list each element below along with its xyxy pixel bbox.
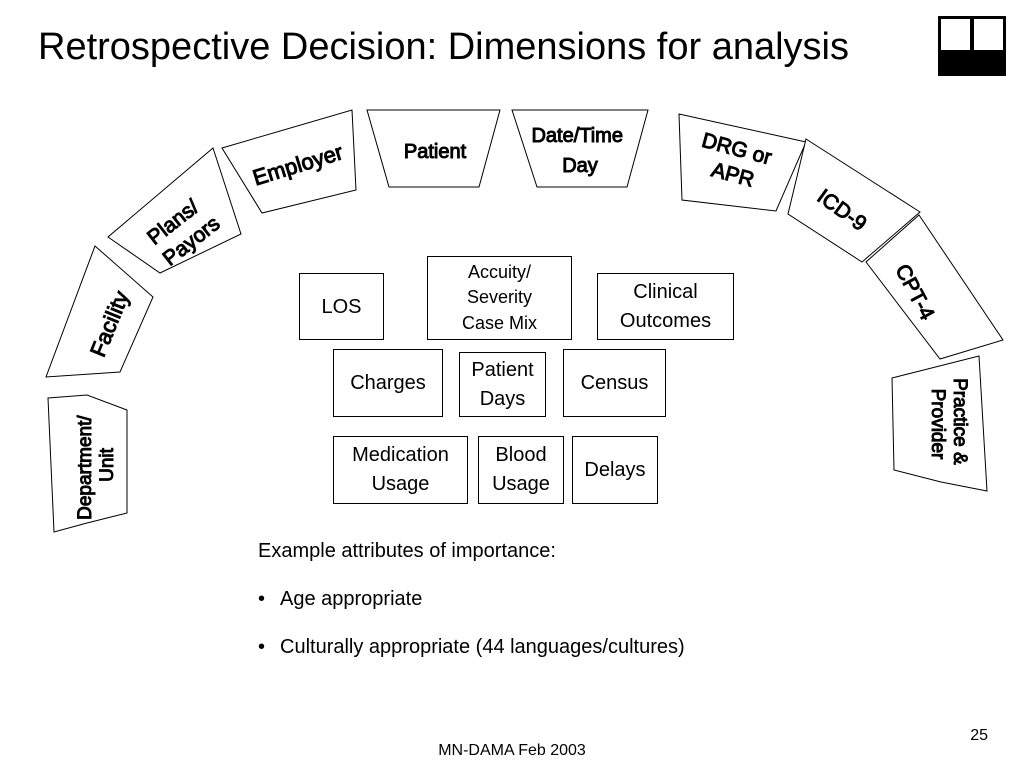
dimension-label: Patient <box>404 141 467 163</box>
measure-medication-usage: Medication Usage <box>333 436 468 504</box>
measure-acuity-severity-case-mix: Accuity/ Severity Case Mix <box>427 256 572 340</box>
page-number: 25 <box>970 727 988 744</box>
attributes-list: Example attributes of importance: • Age … <box>258 540 685 684</box>
dimension-practice-provider: Practice & Provider <box>891 355 988 492</box>
measure-label: Clinical <box>633 280 698 303</box>
measure-delays: Delays <box>572 436 658 504</box>
measure-charges: Charges <box>333 349 443 417</box>
dimension-plans-payors: Plans/ Payors <box>107 147 242 274</box>
measure-label: Blood <box>495 444 547 466</box>
attribute-text: Culturally appropriate (44 languages/cul… <box>280 636 685 658</box>
measure-label: Case Mix <box>461 312 537 333</box>
dimension-label: Department/ Unit <box>75 410 118 520</box>
dimension-label: Practice & Provider <box>927 378 970 470</box>
attribute-item: • Culturally appropriate (44 languages/c… <box>258 636 685 659</box>
dimension-facility: Facility <box>45 245 154 378</box>
measure-label: Delays <box>584 459 646 481</box>
measure-los: LOS <box>299 273 384 340</box>
measure-label: Usage <box>371 473 430 495</box>
dimension-employer: Employer <box>221 109 357 214</box>
dimension-patient: Patient <box>366 109 501 188</box>
measure-clinical-outcomes: Clinical Outcomes <box>597 273 734 340</box>
measure-blood-usage: Blood Usage <box>478 436 564 504</box>
measure-census: Census <box>563 349 666 417</box>
measure-label: Outcomes <box>619 309 712 332</box>
measure-label: Accuity/ <box>467 262 531 283</box>
measure-label: Charges <box>350 372 426 394</box>
footer-text: MN-DAMA Feb 2003 <box>438 742 586 759</box>
measure-label: Severity <box>466 287 532 308</box>
dimension-department-unit: Department/ Unit <box>47 394 128 533</box>
dimension-label: Date/Time Day <box>531 125 628 177</box>
dimension-drg-apr: DRG or APR <box>678 113 807 212</box>
attribute-item: • Age appropriate <box>258 588 685 611</box>
measure-patient-days: Patient Days <box>459 352 546 417</box>
attribute-text: Age appropriate <box>280 588 423 610</box>
bullet: • <box>258 588 266 610</box>
bullet: • <box>258 636 266 658</box>
measure-label: Patient <box>471 358 534 381</box>
logo-icon <box>938 16 1006 76</box>
dimension-date-time-day: Date/Time Day <box>511 109 649 188</box>
slide-title: Retrospective Decision: Dimensions for a… <box>38 26 849 68</box>
measure-label: Usage <box>492 473 550 495</box>
measure-label: LOS <box>321 295 362 318</box>
measure-label: Medication <box>352 444 449 466</box>
measure-label: Census <box>580 372 649 394</box>
attributes-heading: Example attributes of importance: <box>258 540 556 562</box>
measure-label: Days <box>479 387 526 410</box>
dimension-icd9: ICD-9 <box>787 138 921 263</box>
